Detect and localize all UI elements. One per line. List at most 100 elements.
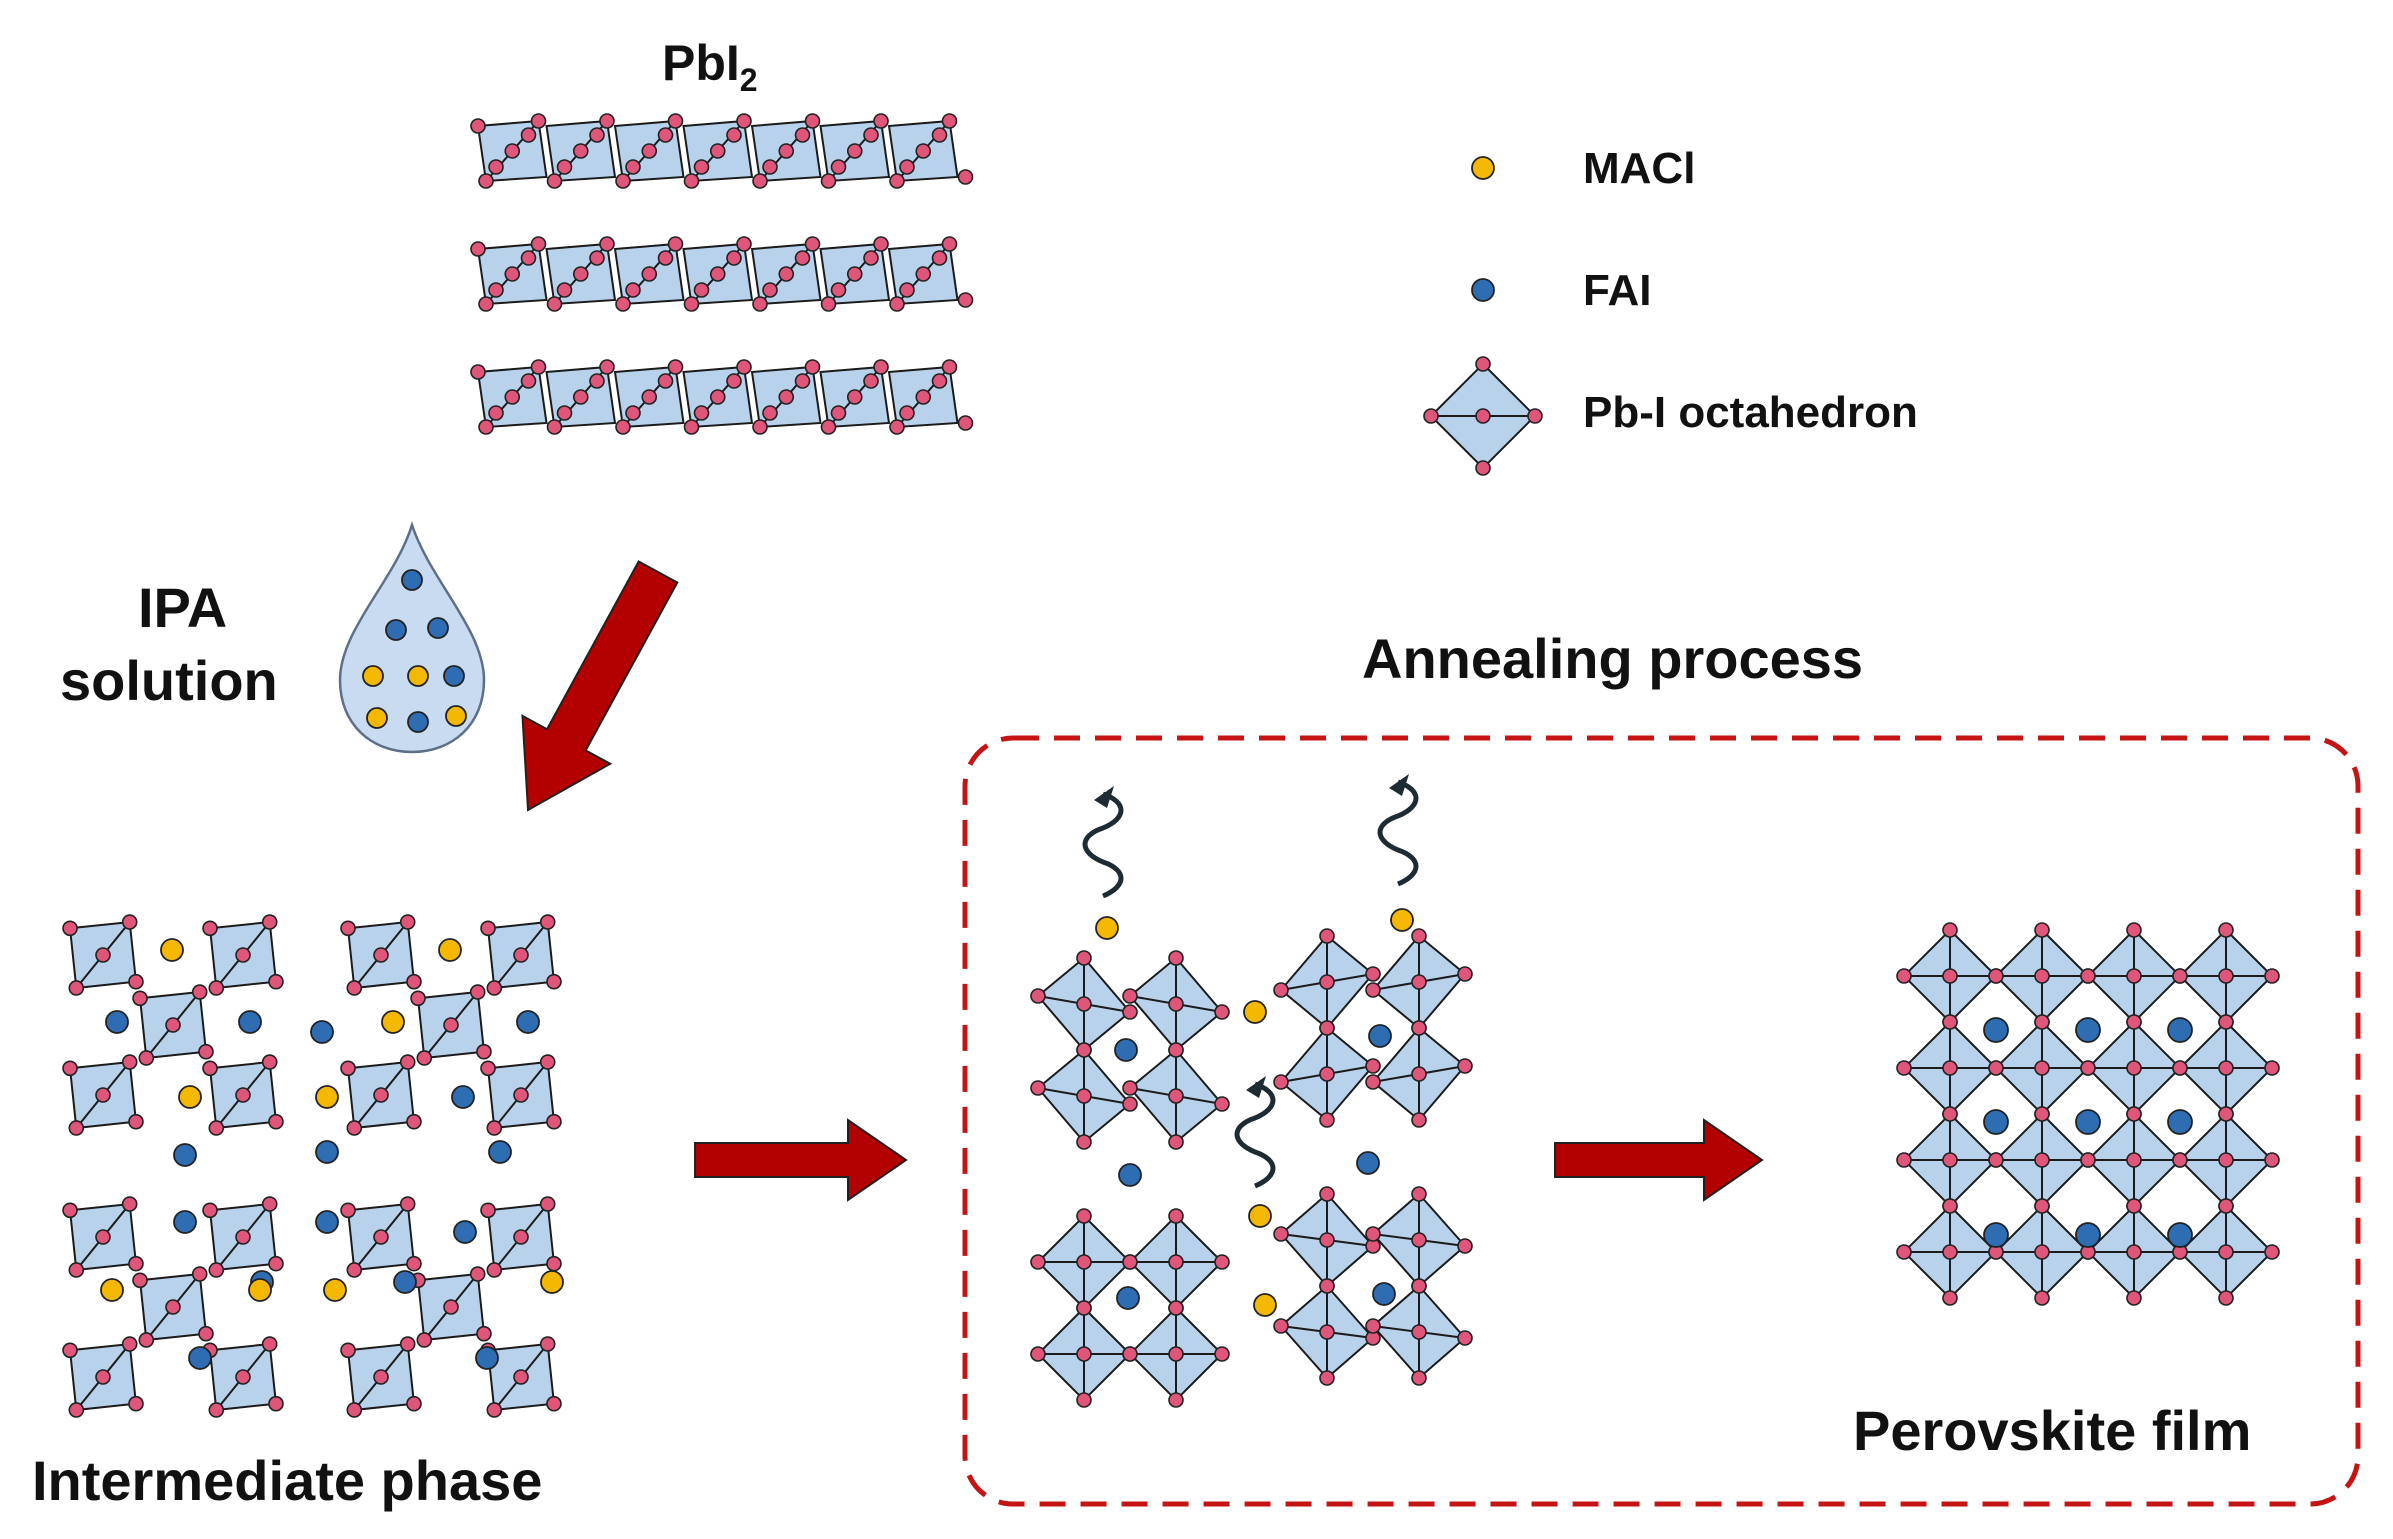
iodide-atom: [1942, 1290, 1958, 1306]
annealing-label: Annealing process: [1362, 627, 1864, 690]
macl-ion: [407, 665, 429, 687]
iodide-atom: [846, 143, 863, 159]
iodide-atom: [1168, 1392, 1184, 1408]
iodide-atom: [1365, 982, 1381, 998]
iodide-atom: [899, 159, 915, 175]
iodide-atom: [486, 1402, 503, 1418]
iodide-atom: [957, 415, 974, 431]
iodide-atom: [2126, 1198, 2142, 1214]
iodide-atom: [1365, 1318, 1381, 1334]
ipa-droplet-icon: [338, 520, 486, 754]
iodide-atom: [340, 920, 356, 937]
fai-ion: [2075, 1017, 2101, 1043]
iodide-atom: [1411, 1278, 1427, 1294]
iodide-atom: [470, 118, 486, 134]
iodide-atom: [1942, 1244, 1958, 1260]
iodide-atom: [1319, 928, 1335, 944]
iodide-atom: [530, 359, 547, 375]
iodide-atom: [546, 1395, 562, 1412]
macl-ion: [540, 1270, 564, 1294]
iodide-atom: [68, 1120, 85, 1136]
iodide-atom: [1457, 1058, 1473, 1074]
iodide-atom: [657, 373, 674, 389]
iodide-atom: [1122, 1254, 1138, 1270]
iodide-atom: [1411, 1186, 1427, 1202]
fai-ion: [105, 1010, 129, 1034]
iodide-atom: [2264, 1152, 2280, 1168]
iodide-atom: [820, 296, 837, 312]
iodide-atom: [1411, 1112, 1427, 1128]
iodide-atom: [889, 173, 905, 189]
iodide-atom: [1168, 1134, 1184, 1150]
iodide-atom: [899, 282, 915, 298]
fai-ion: [1118, 1163, 1142, 1187]
iodide-atom: [546, 973, 562, 990]
iodide-atom: [1168, 1208, 1184, 1224]
iodide-atom: [261, 1196, 278, 1212]
iodide-atom: [1475, 356, 1491, 372]
iodide-atom: [1122, 1346, 1138, 1362]
wave-arrowhead: [1389, 774, 1409, 796]
macl-ion: [248, 1278, 272, 1302]
iodide-atom: [406, 1113, 422, 1130]
iodide-atom: [1319, 1232, 1335, 1248]
iodide-atom: [941, 236, 958, 252]
iodide-atom: [1365, 1058, 1381, 1074]
iodide-atom: [346, 980, 363, 996]
iodide-atom: [572, 143, 589, 159]
iodide-atom: [889, 419, 905, 435]
iodide-atom: [683, 173, 700, 189]
macl-ion: [1095, 916, 1119, 940]
iodide-atom: [873, 113, 889, 129]
iodide-atom: [830, 159, 847, 175]
iodide-atom: [121, 1336, 138, 1352]
iodide-atom: [165, 1299, 181, 1315]
fai-ion: [2167, 1222, 2193, 1248]
iodide-atom: [941, 359, 958, 375]
iodide-atom: [2126, 922, 2142, 938]
iodide-atom: [2218, 1244, 2234, 1260]
fai-ion: [2075, 1109, 2101, 1135]
iodide-atom: [599, 236, 615, 252]
macl-ion: [445, 705, 467, 727]
iodide-atom: [539, 1196, 556, 1212]
iodide-atom: [128, 1113, 144, 1130]
iodide-atom: [736, 359, 752, 375]
iodide-atom: [1168, 1088, 1184, 1104]
iodide-atom: [615, 173, 631, 189]
iodide-atom: [752, 419, 768, 435]
iodide-atom: [1273, 1226, 1289, 1242]
fai-ion: [1983, 1017, 2009, 1043]
iodide-atom: [340, 1060, 356, 1077]
annealing-structure: [1030, 774, 1473, 1408]
iodide-atom: [2034, 1244, 2050, 1260]
iodide-atom: [1076, 1088, 1092, 1104]
iodide-atom: [794, 373, 811, 389]
iodide-atom: [340, 1342, 356, 1359]
iodide-atom: [165, 1017, 181, 1033]
iodide-atom: [641, 389, 658, 405]
iodide-atom: [95, 947, 111, 963]
iodide-atom: [132, 1272, 148, 1289]
iodide-atom: [762, 282, 778, 298]
fai-ion: [173, 1143, 197, 1167]
fai-ion: [516, 1010, 540, 1034]
iodide-atom: [513, 1229, 529, 1245]
iodide-atom: [373, 1087, 389, 1103]
iodide-atom: [1423, 408, 1439, 424]
iodide-atom: [2126, 1060, 2142, 1076]
iodide-atom: [128, 973, 144, 990]
fai-ion: [451, 1085, 475, 1109]
iodide-atom: [1942, 1060, 1958, 1076]
iodide-atom: [235, 947, 251, 963]
iodide-atom: [546, 173, 563, 189]
iodide-atom: [1988, 1152, 2004, 1168]
iodide-atom: [416, 1050, 433, 1066]
iodide-atom: [1076, 1346, 1092, 1362]
iodide-atom: [235, 1229, 251, 1245]
iodide-atom: [1168, 1254, 1184, 1270]
fai-ion: [1983, 1222, 2009, 1248]
fai-ion: [427, 617, 449, 639]
iodide-atom: [709, 389, 726, 405]
fai-ion: [453, 1220, 477, 1244]
